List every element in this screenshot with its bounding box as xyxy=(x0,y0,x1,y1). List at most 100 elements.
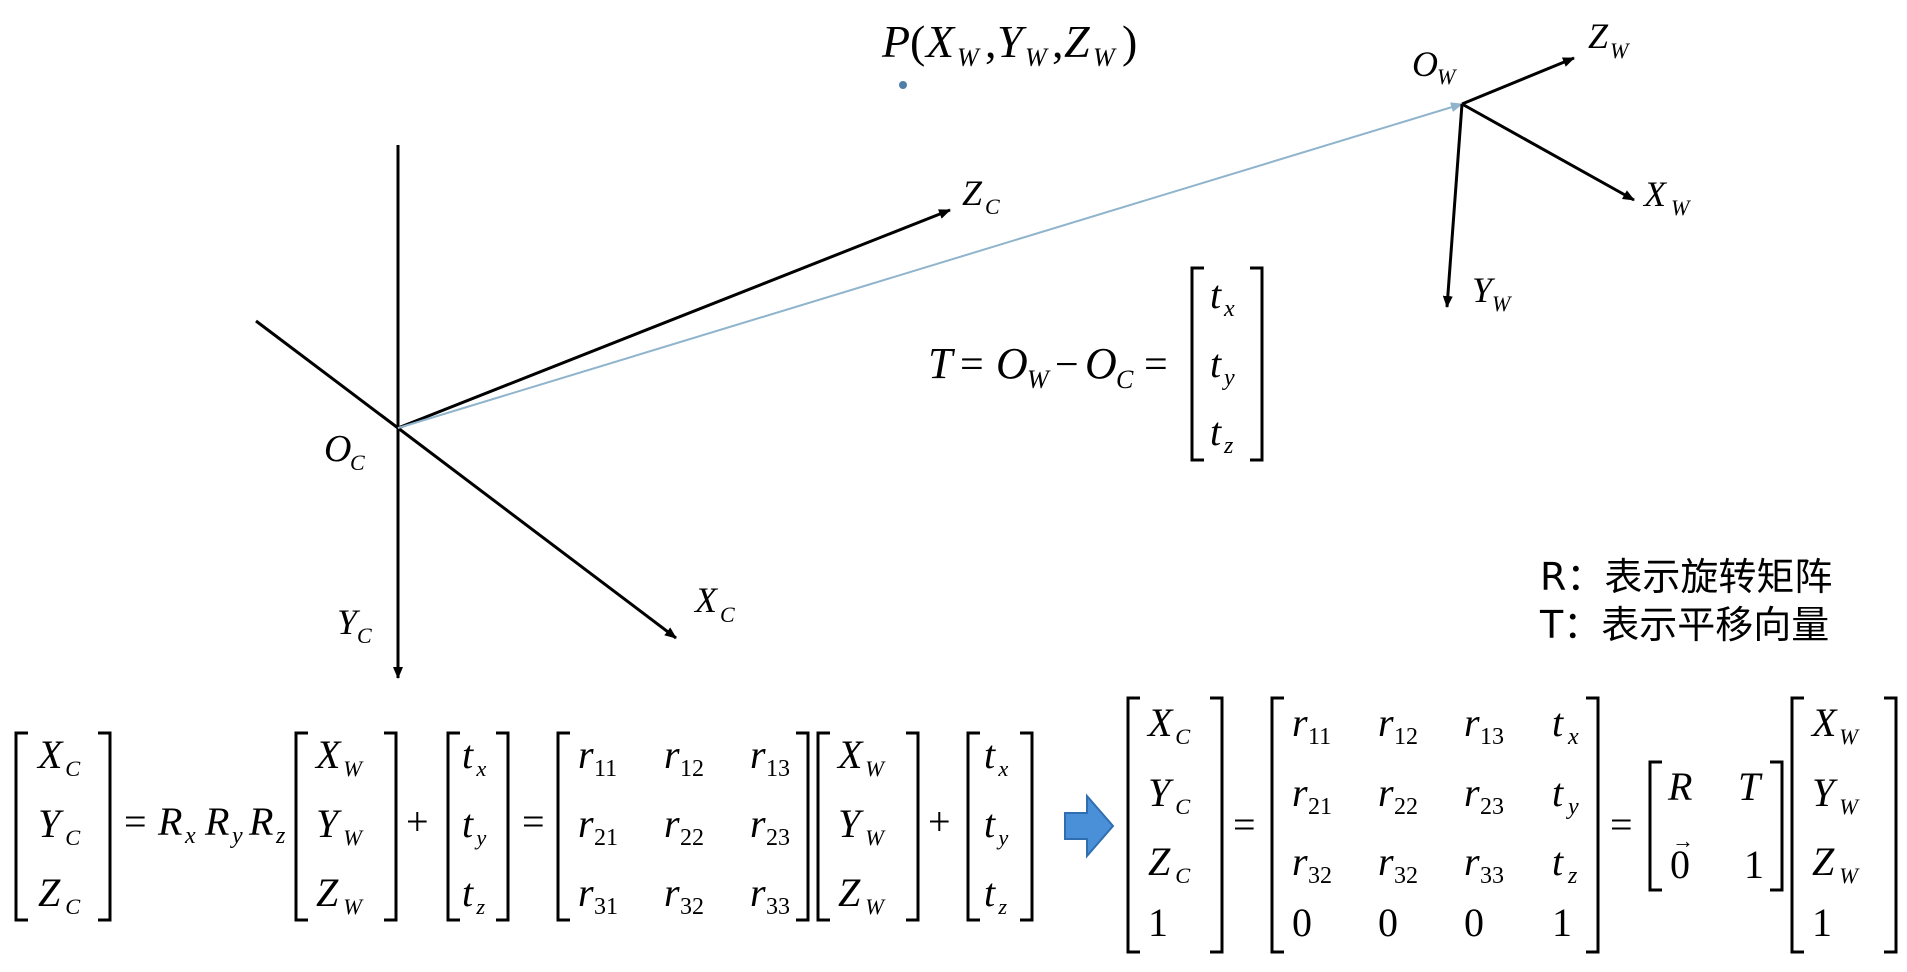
eq1-rotation-base: R xyxy=(157,799,182,844)
world-origin-label: O W xyxy=(1412,44,1457,89)
svg-text:X: X xyxy=(693,580,719,620)
eq1-cam-bracket-left xyxy=(14,731,28,922)
world-y-axis xyxy=(1442,103,1464,308)
eq1-trans-entry-base: t xyxy=(462,870,474,915)
eq1-cam-entry-sub: C xyxy=(65,894,81,919)
eq1-r-entry-sub: 32 xyxy=(680,894,704,920)
eq1-world-entry-sub: W xyxy=(343,894,364,919)
eq2-m-entry-base: r xyxy=(1464,700,1480,745)
eq1-r-entry-sub: 13 xyxy=(766,756,790,782)
eq1-trans-entry-base: t xyxy=(462,801,474,846)
svg-text:Y: Y xyxy=(997,16,1027,67)
eq1-cam-bracket-right xyxy=(98,731,112,922)
eq2-m-entry-sub: 23 xyxy=(1480,794,1504,820)
eq2-cam-entry: 1 xyxy=(1148,900,1168,945)
eq1-cam-entry-sub: C xyxy=(65,825,81,850)
svg-text:Y: Y xyxy=(1472,270,1496,310)
svg-text:Y: Y xyxy=(337,602,361,642)
world-y-label: Y W xyxy=(1472,270,1512,316)
eq1-trans-entry-sub: x xyxy=(475,756,486,781)
eq2-m-entry: 0 xyxy=(1378,900,1398,945)
eq2-world-bracket-right xyxy=(1884,696,1898,954)
eq2-m-entry-sub: 12 xyxy=(1394,724,1418,750)
eq2-m-entry-base: r xyxy=(1378,700,1394,745)
eq1-trans-entry-base: t xyxy=(462,732,474,777)
eq1-r-entry-sub: 31 xyxy=(594,894,618,920)
eq2-block-bracket-right xyxy=(1770,760,1784,892)
eq2-m-entry-sub: 11 xyxy=(1308,724,1331,750)
eq2-world-entry-base: Y xyxy=(1812,770,1838,815)
eq1-world-bracket-left xyxy=(294,731,308,922)
eq2-m-entry-sub: z xyxy=(1567,863,1578,889)
eq1-cam-entry-base: Y xyxy=(38,801,64,846)
eq2-m-entry-sub: y xyxy=(1566,794,1579,820)
eq1-world2-bracket-left xyxy=(816,731,830,922)
eq2-world-entry-base: X xyxy=(1810,700,1838,745)
svg-text:C: C xyxy=(985,194,1000,219)
eq1-plus: + xyxy=(406,799,429,844)
world-x-axis xyxy=(1461,102,1635,202)
svg-text:P: P xyxy=(881,16,910,67)
eq1-rotation-sub: y xyxy=(230,823,243,849)
eq2-world-bracket-left xyxy=(1790,696,1804,954)
eq1-r-entry-base: r xyxy=(664,801,680,846)
eq1-world2-entry-sub: W xyxy=(865,825,886,850)
eq1-trans2-bracket-left xyxy=(966,731,980,922)
svg-text:O: O xyxy=(996,339,1028,388)
eq1-world-entry-base: Z xyxy=(316,870,339,915)
eq1-world2-entry-base: Z xyxy=(838,870,861,915)
eq2-m-entry-sub: 22 xyxy=(1394,794,1418,820)
eq2-m-entry-base: r xyxy=(1292,700,1308,745)
eq1-r-bracket-right xyxy=(796,731,810,922)
svg-text:T: T xyxy=(928,339,956,388)
svg-text:C: C xyxy=(350,450,365,475)
eq2-equals: = xyxy=(1233,802,1256,847)
eq2-block-t: T xyxy=(1738,764,1763,809)
eq1-r-entry-sub: 21 xyxy=(594,825,618,851)
svg-text:C: C xyxy=(1116,365,1134,394)
eq1-world-bracket-right xyxy=(384,731,398,922)
camera-x-axis xyxy=(397,426,677,640)
eq1-r-entry-base: r xyxy=(750,801,766,846)
eq2-world-entry-sub: W xyxy=(1839,724,1860,749)
eq1-equals-2: = xyxy=(522,799,545,844)
eq2-block-one: 1 xyxy=(1744,842,1764,887)
eq1-rotation-base: R xyxy=(204,799,229,844)
svg-text:,: , xyxy=(1052,16,1064,67)
svg-text:W: W xyxy=(1025,43,1049,72)
translation-formula: T = O W − O C = t x t y t z xyxy=(928,266,1264,462)
svg-text:C: C xyxy=(720,602,735,627)
svg-text:O: O xyxy=(324,428,351,470)
eq2-m-entry-base: 1 xyxy=(1552,900,1572,945)
svg-text:t: t xyxy=(1210,341,1222,386)
svg-text:): ) xyxy=(1122,16,1137,67)
svg-text:(: ( xyxy=(910,16,925,67)
eq1-r-entry-base: r xyxy=(664,732,680,777)
eq2-m-entry-base: r xyxy=(1378,770,1394,815)
svg-text:Z: Z xyxy=(962,173,983,213)
svg-text:=: = xyxy=(960,342,984,388)
eq2-m-entry-sub: 32 xyxy=(1308,863,1332,889)
camera-origin-label: O C xyxy=(324,428,365,475)
